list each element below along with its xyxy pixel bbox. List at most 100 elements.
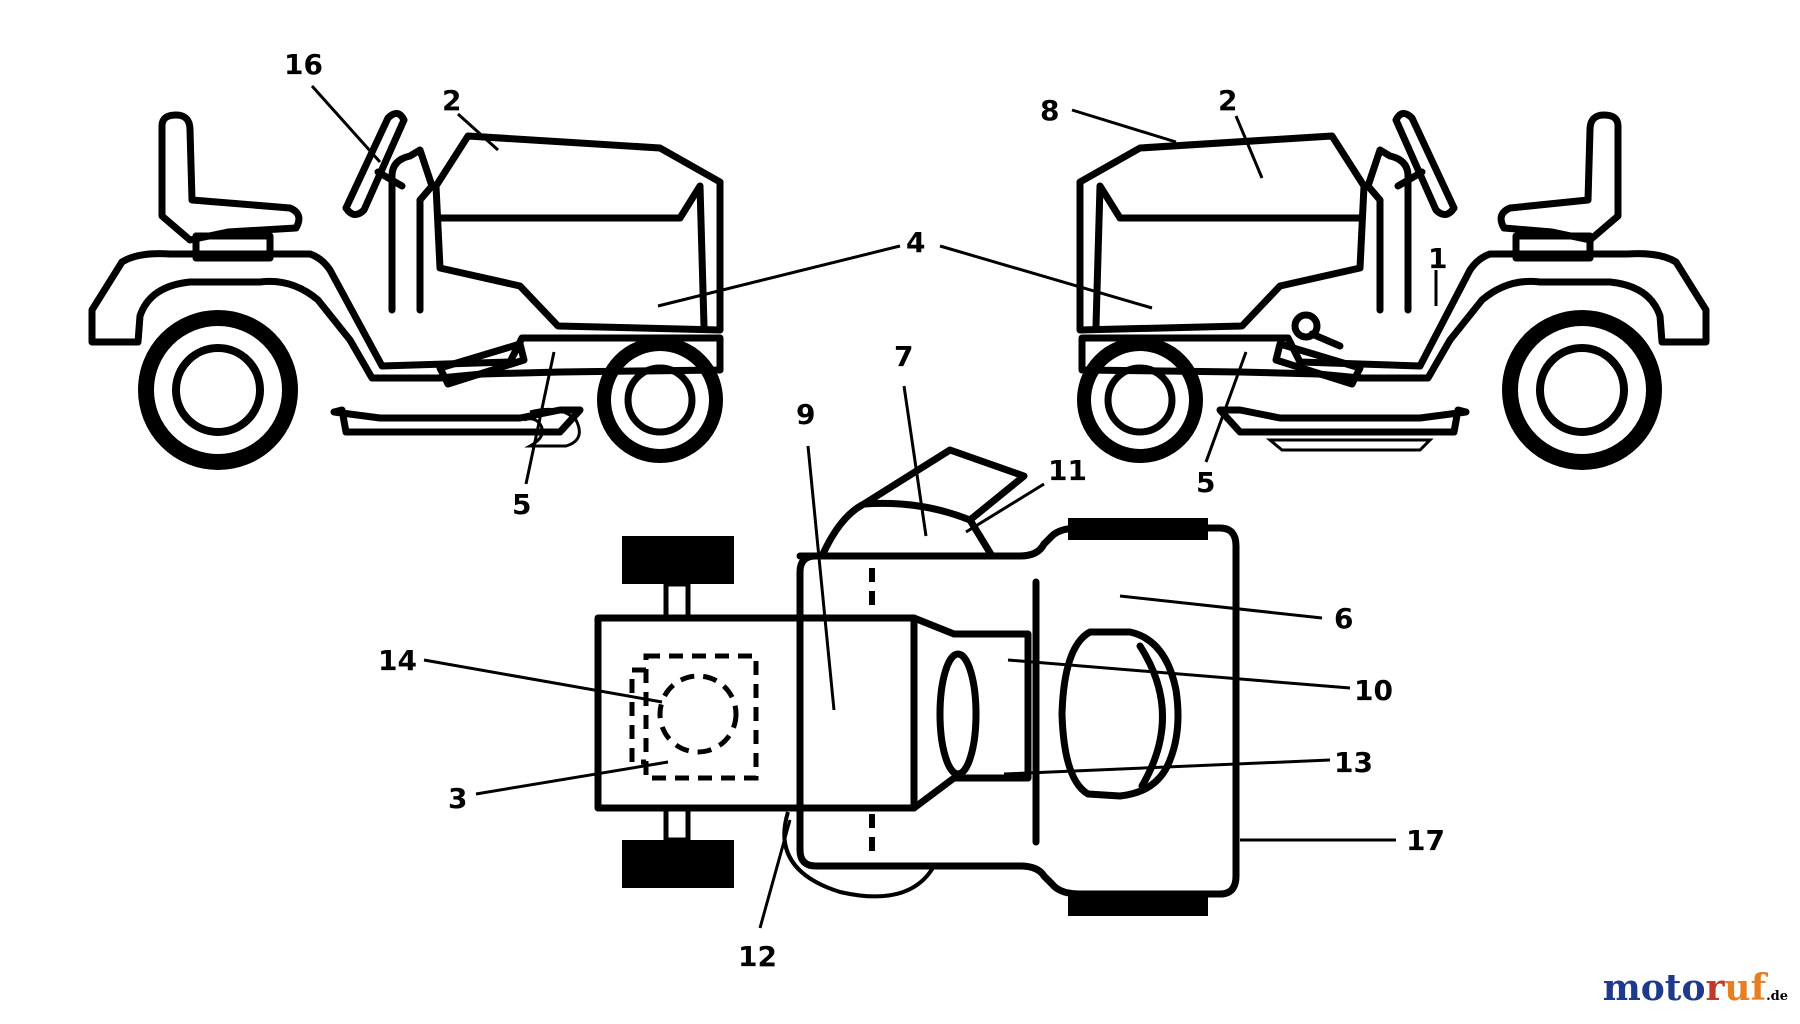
callout-5-right: 5 [1196, 466, 1215, 499]
hood-panel-right [1092, 182, 1364, 330]
steering-wheel-top [936, 650, 980, 778]
watermark-text: motoruf [1603, 967, 1766, 1009]
leader-lines [310, 84, 1438, 929]
callout-10: 10 [1354, 674, 1393, 707]
watermark-letter: m [1602, 967, 1641, 1009]
leader-12 [758, 819, 792, 929]
watermark-letter: u [1724, 967, 1751, 1009]
deck-discharge-right [1265, 438, 1434, 452]
collection-hose [782, 811, 936, 899]
callout-2-right: 2 [1218, 84, 1237, 117]
callout-1: 1 [1428, 242, 1447, 275]
callout-9: 9 [796, 398, 815, 431]
callout-3: 3 [448, 782, 467, 815]
lift-lever-knob-right [1291, 311, 1321, 341]
seat-right [1497, 111, 1622, 244]
watermark-tld: .de [1766, 989, 1788, 1004]
seat-post-right [1512, 232, 1594, 262]
watermark-letter: r [1705, 967, 1725, 1009]
seat-back-top [1136, 642, 1166, 790]
callout-16: 16 [284, 48, 323, 81]
watermark-letter: t [1664, 967, 1682, 1009]
leader-2-right [1234, 115, 1264, 179]
deck-top [796, 524, 1240, 898]
leader-2-left [456, 112, 500, 152]
rear-fender-right [1078, 250, 1710, 382]
leader-11 [965, 482, 1045, 534]
leader-7 [902, 385, 928, 537]
mower-deck-right [1216, 406, 1470, 436]
callout-8: 8 [1040, 94, 1059, 127]
callout-12: 12 [738, 940, 777, 973]
callout-2-left: 2 [442, 84, 461, 117]
leader-8 [1071, 108, 1177, 144]
steering-wheel-left [342, 110, 408, 218]
front-axle-top [663, 581, 691, 621]
motoruf-watermark-logo: motoruf.de [1603, 967, 1788, 1009]
battery-area-outline [643, 653, 759, 781]
rear-hub-right [1536, 344, 1628, 436]
front-tire-top [622, 536, 734, 584]
mower-deck-left [330, 406, 584, 436]
front-hub-right [1104, 364, 1176, 436]
leader-4-right [939, 244, 1153, 310]
callout-11: 11 [1048, 454, 1087, 487]
leader-10 [1007, 658, 1351, 690]
callout-17: 17 [1406, 824, 1445, 857]
right-side-view-tractor [1076, 110, 1710, 470]
steering-shaft-right [1394, 168, 1426, 190]
deck-handle-left [523, 407, 581, 448]
callout-5-left: 5 [512, 488, 531, 521]
leader-3 [475, 760, 669, 796]
deck-arm-left [436, 340, 528, 388]
left-side-view-tractor [88, 110, 724, 470]
seat-post-left [192, 232, 274, 262]
dash-column-left [388, 146, 436, 314]
chute-deflector [860, 499, 974, 524]
lift-lever-right [1308, 330, 1344, 350]
rear-wheel-right [1502, 310, 1662, 470]
steering-shaft-left [374, 168, 406, 190]
hood-panel-left [436, 182, 708, 330]
seat-left [158, 111, 303, 244]
leader-14 [423, 658, 663, 704]
dash-column-right [1364, 146, 1412, 314]
front-axle-bottom [663, 805, 691, 843]
leader-9 [806, 445, 836, 711]
rear-hub-left [172, 344, 264, 436]
front-hub-left [624, 364, 696, 436]
front-tire-bottom [622, 840, 734, 888]
front-wheel-right [1077, 337, 1203, 463]
leader-16 [310, 84, 382, 164]
fuel-cap-outline [657, 673, 739, 755]
leader-6 [1119, 594, 1323, 620]
top-view-tractor [594, 446, 1240, 916]
watermark-letter: o [1681, 967, 1706, 1009]
leader-13 [1003, 758, 1331, 776]
callout-numbers: 16 2 4 5 8 2 1 5 7 9 11 6 10 13 17 14 3 … [284, 48, 1447, 973]
seat-top [1058, 628, 1182, 800]
rear-tire-bottom [1068, 894, 1208, 916]
callout-13: 13 [1334, 746, 1373, 779]
hood-right [1076, 132, 1368, 334]
rear-wheel-left [138, 310, 298, 470]
callout-14: 14 [378, 644, 417, 677]
leader-4-left [657, 244, 901, 308]
front-wheel-left [597, 337, 723, 463]
discharge-chute [818, 446, 1028, 560]
steering-wheel-right [1392, 110, 1458, 218]
rear-fender-left [88, 250, 724, 382]
deck-arm-right [1272, 340, 1364, 388]
callout-6: 6 [1334, 602, 1353, 635]
steering-neck [910, 614, 1032, 812]
battery-area-tab [629, 667, 646, 765]
leader-5-left [524, 351, 556, 485]
hood-left [432, 132, 724, 334]
watermark-letter: f [1750, 967, 1767, 1009]
hood-top [594, 614, 918, 812]
leader-5-right [1204, 351, 1248, 463]
callout-4: 4 [906, 226, 925, 259]
callout-7: 7 [894, 340, 913, 373]
